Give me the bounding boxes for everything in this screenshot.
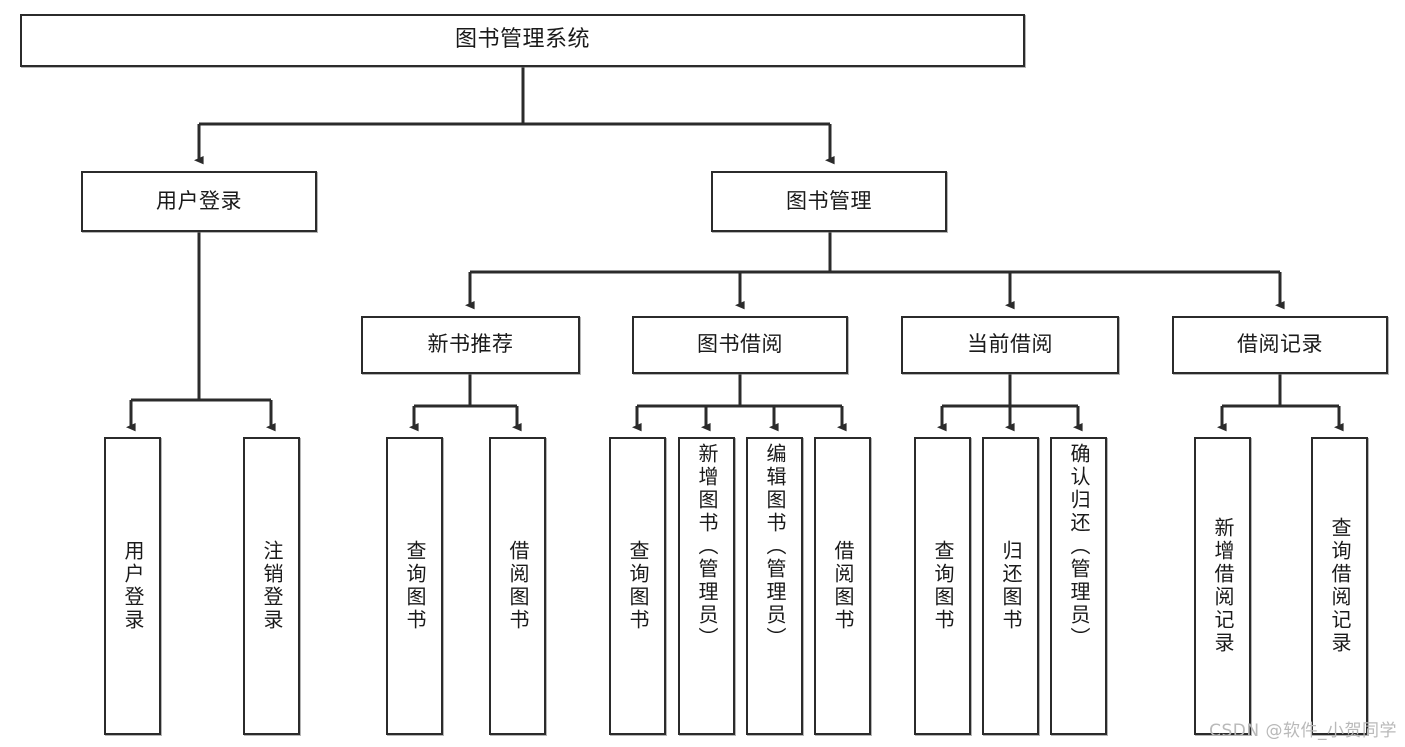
node-label: 新书推荐 [427,332,514,357]
node-book-management[interactable]: 图书管理 [711,171,947,232]
node-leaf-logout-login[interactable]: 注销登录 [243,437,300,735]
node-leaf-query-book-current[interactable]: 查询图书 [914,437,971,735]
node-label: 用户登录 [121,540,145,632]
node-label: 图书借阅 [697,332,783,357]
node-label: 图书管理 [786,188,872,213]
node-label: 新增图书（管理员） [695,443,719,650]
node-leaf-user-login[interactable]: 用户登录 [104,437,161,735]
node-label: 编辑图书（管理员） [763,443,787,650]
node-label: 用户登录 [156,188,242,213]
watermark-text: CSDN @软件_小贺同学 [1209,721,1397,741]
node-borrow-record[interactable]: 借阅记录 [1172,316,1388,374]
node-user-login[interactable]: 用户登录 [81,171,317,232]
node-leaf-return-book[interactable]: 归还图书 [982,437,1039,735]
node-label: 借阅图书 [506,540,530,632]
node-label: 新增借阅记录 [1211,517,1235,655]
node-leaf-query-book-borrow[interactable]: 查询图书 [609,437,666,735]
node-leaf-borrow-book[interactable]: 借阅图书 [814,437,871,735]
node-label: 查询图书 [626,540,650,632]
node-new-book-recommend[interactable]: 新书推荐 [361,316,580,374]
node-label: 注销登录 [260,540,284,632]
node-book-borrow[interactable]: 图书借阅 [632,316,848,374]
node-label: 查询借阅记录 [1328,517,1352,655]
node-leaf-query-borrow-record[interactable]: 查询借阅记录 [1311,437,1368,735]
node-leaf-edit-book[interactable]: 编辑图书（管理员） [746,437,803,735]
node-label: 查询图书 [403,540,427,632]
node-leaf-borrow-book-recommend[interactable]: 借阅图书 [489,437,546,735]
node-label: 查询图书 [931,540,955,632]
node-label: 借阅记录 [1237,332,1323,357]
node-leaf-query-book-recommend[interactable]: 查询图书 [386,437,443,735]
node-label: 归还图书 [999,540,1023,632]
node-leaf-add-borrow-record[interactable]: 新增借阅记录 [1194,437,1251,735]
node-root-system[interactable]: 图书管理系统 [20,14,1025,67]
node-label: 图书管理系统 [454,27,590,53]
node-label: 当前借阅 [967,332,1053,357]
node-label: 借阅图书 [831,540,855,632]
node-current-borrow[interactable]: 当前借阅 [901,316,1119,374]
node-leaf-confirm-return[interactable]: 确认归还（管理员） [1050,437,1107,735]
node-leaf-add-book[interactable]: 新增图书（管理员） [678,437,735,735]
node-label: 确认归还（管理员） [1067,443,1091,650]
